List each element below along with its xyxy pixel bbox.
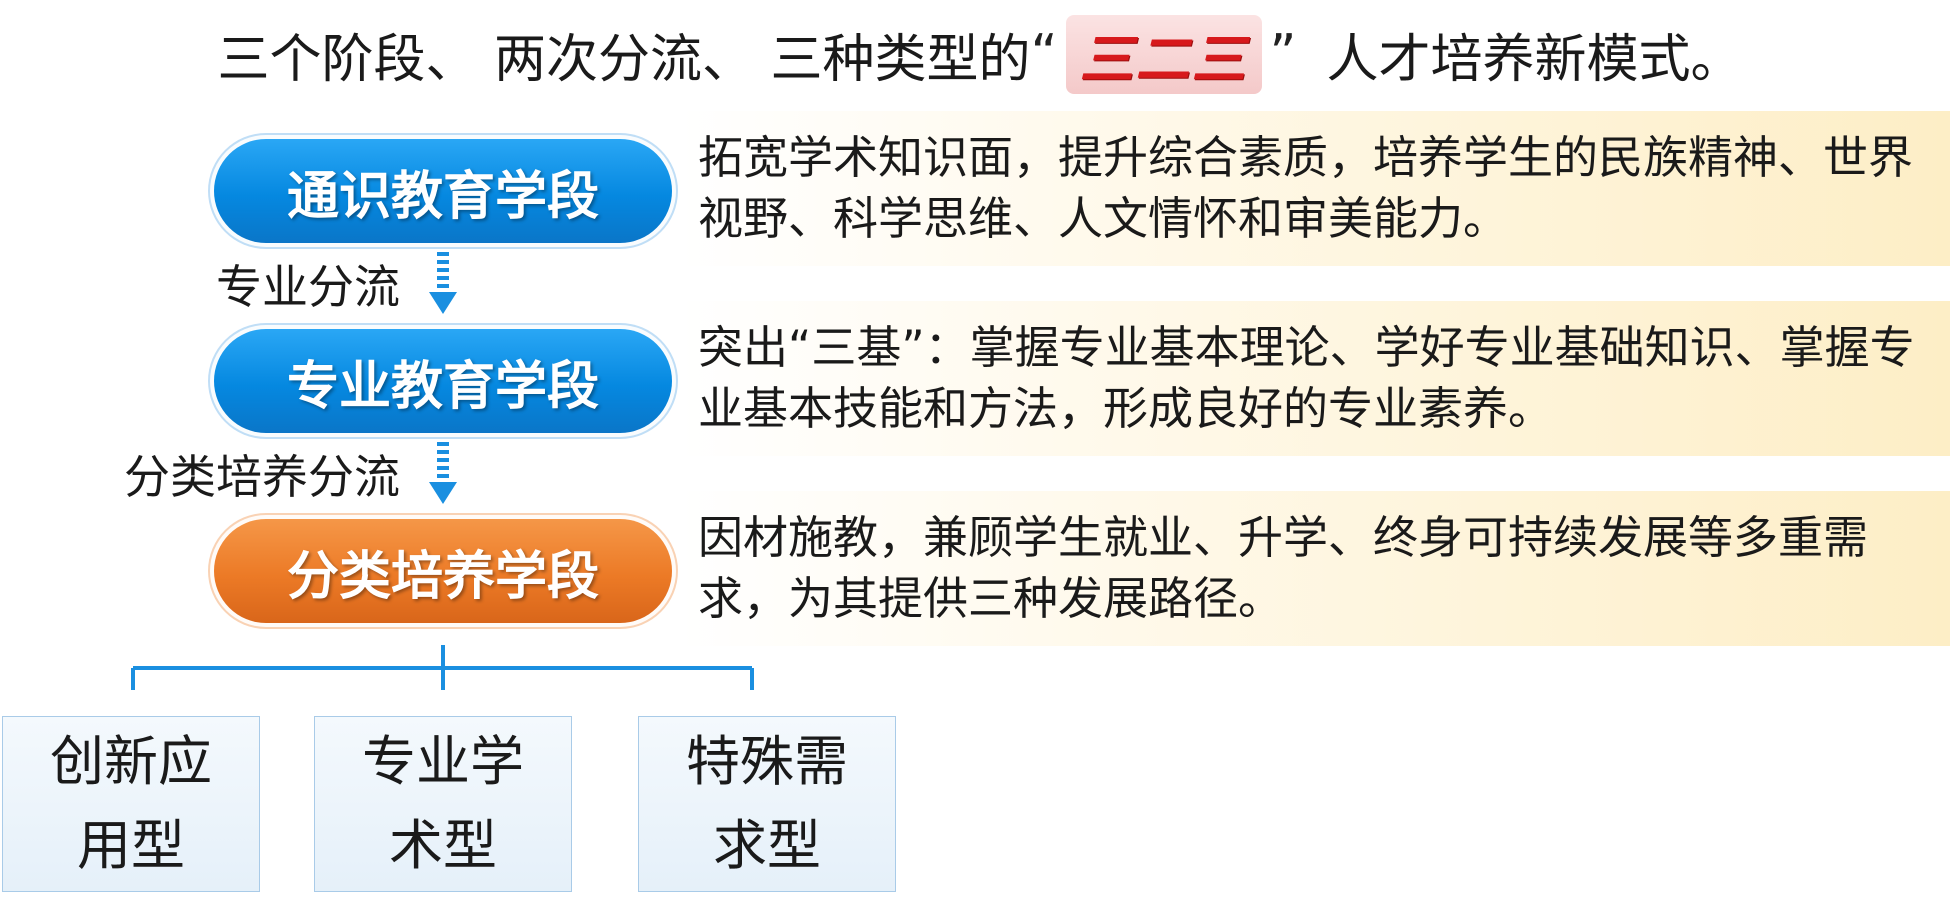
title-close-quote: ” bbox=[1269, 24, 1297, 84]
stage-2-description-band bbox=[680, 301, 1950, 456]
type-label: 专业学术型 bbox=[362, 730, 524, 877]
type-professional-academic: 专业学术型 bbox=[314, 716, 572, 892]
type-special-needs: 特殊需求型 bbox=[638, 716, 896, 892]
down-arrow-icon bbox=[429, 442, 457, 504]
stage-3-description: 因材施教，兼顾学生就业、升学、终身可持续发展等多重需求，为其提供三种发展路径。 bbox=[698, 511, 1869, 625]
title-highlight: 三二三 bbox=[1065, 14, 1262, 94]
stage-2-description: 突出“三基”：掌握专业基本理论、学好专业基础知识、掌握专业基本技能和方法，形成良… bbox=[698, 321, 1915, 435]
title-suffix: 人才培养新模式。 bbox=[1326, 29, 1743, 90]
stage-1-description-band bbox=[680, 111, 1950, 266]
stage-3-description-band bbox=[680, 491, 1950, 646]
flow-label-major-diversion: 专业分流 bbox=[216, 260, 400, 314]
stage-1-description: 拓宽学术知识面，提升综合素质，培养学生的民族精神、世界视野、科学思维、人文情怀和… bbox=[698, 131, 1914, 245]
type-label: 特殊需求型 bbox=[686, 730, 848, 877]
type-innovative-applied: 创新应用型 bbox=[2, 716, 260, 892]
type-label: 创新应用型 bbox=[50, 730, 212, 877]
down-arrow-icon bbox=[429, 252, 457, 314]
stage-classified-training: 分类培养学段 bbox=[214, 519, 672, 623]
page-title: 三个阶段、 两次分流、 三种类型的 “ 三二三 ” 人才培养新模式。 bbox=[0, 14, 1960, 94]
title-open-quote: “ bbox=[1030, 24, 1058, 84]
flow-label-classified-diversion: 分类培养分流 bbox=[124, 450, 400, 504]
title-prefix: 三个阶段、 两次分流、 三种类型的 bbox=[217, 29, 1031, 90]
stage-professional-education: 专业教育学段 bbox=[214, 329, 672, 433]
stage-general-education: 通识教育学段 bbox=[214, 139, 672, 243]
